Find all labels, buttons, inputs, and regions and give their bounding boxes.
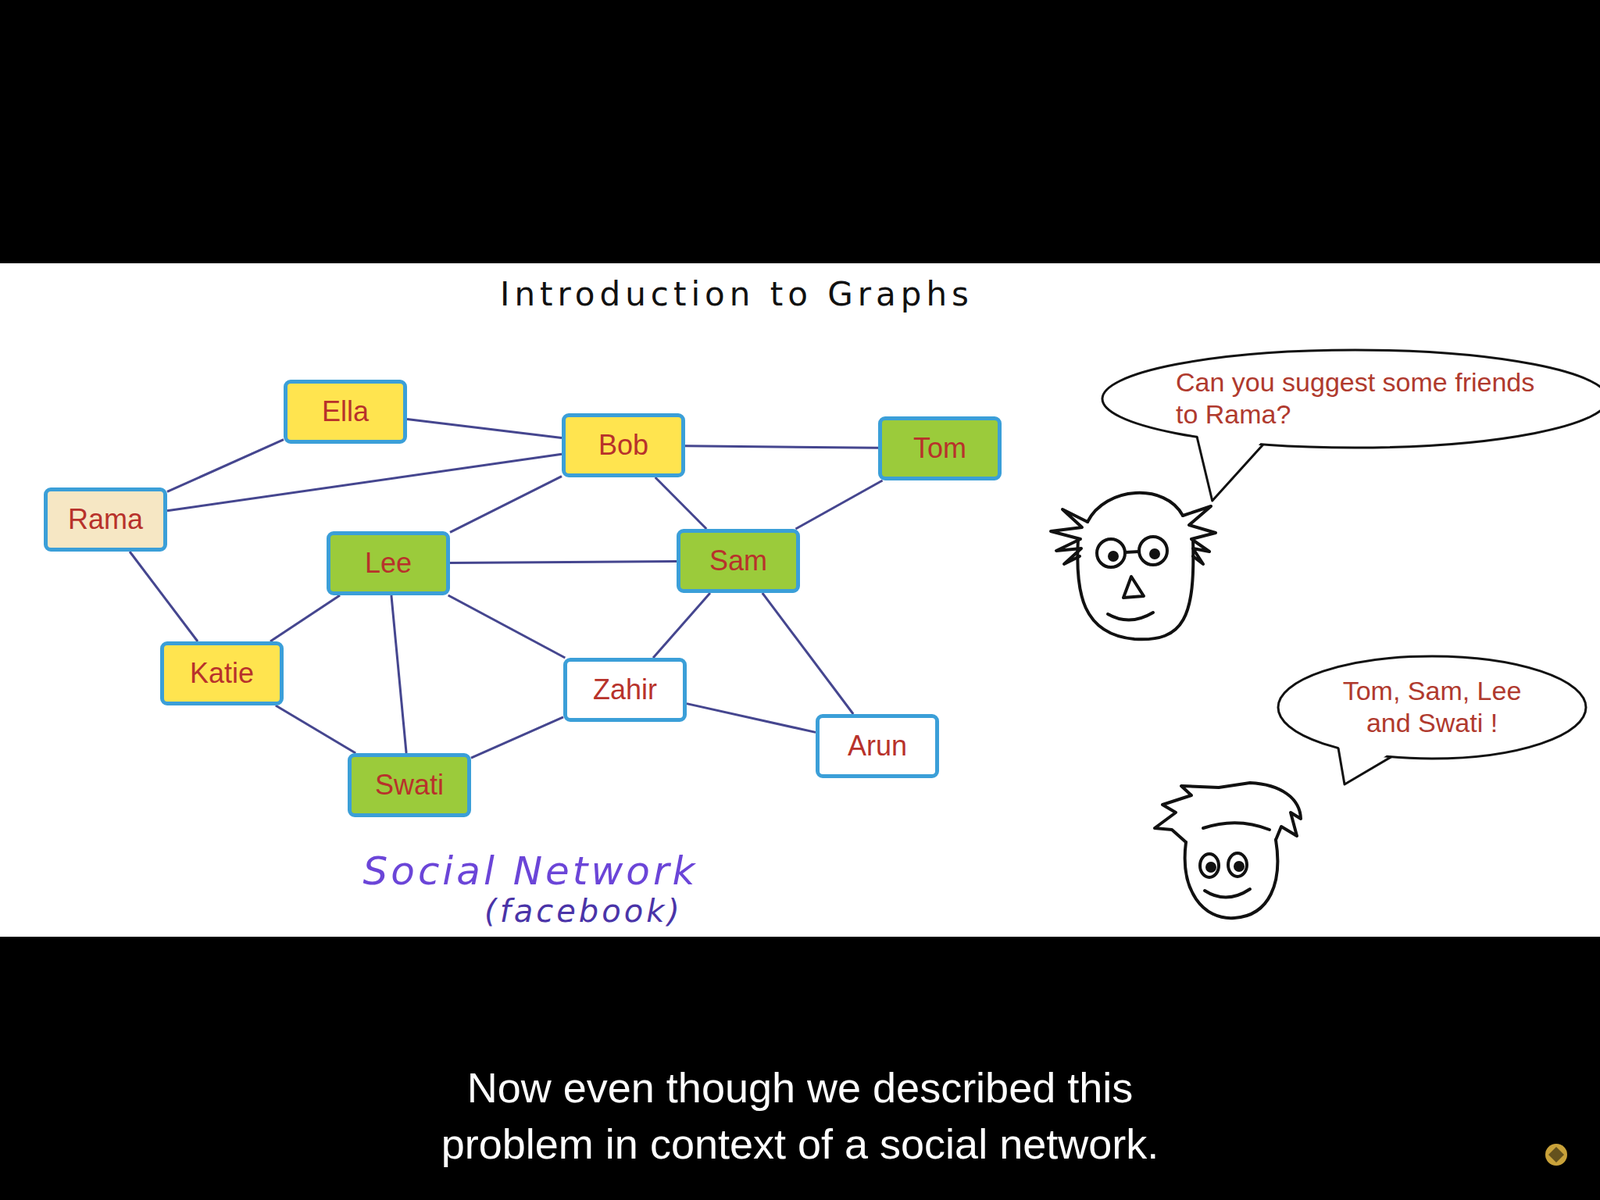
person-box: Sam [676,528,800,593]
person-name: Lee [364,546,412,580]
person-box: Tom [878,416,1002,481]
friendship-edge [653,592,711,658]
bubble-outline [1275,653,1589,761]
channel-logo [1545,1143,1568,1166]
friendship-edge [270,595,340,642]
speech-text: Can you suggest some friends to Rama? [1175,366,1536,431]
person-name: Zahir [592,673,658,707]
speech-bubble: Can you suggest some friends to Rama? [1100,347,1600,450]
bubble-tail [1196,436,1264,501]
person-box: Swati [347,753,472,818]
friendship-edge [129,551,198,642]
old-man-face [1050,492,1216,640]
handwritten-label: (facebook) [484,892,683,929]
bubble-ellipse [1278,656,1586,759]
friendship-edge [407,419,562,439]
person-name: Arun [847,729,908,763]
person-box: Rama [43,487,168,552]
bubble-tail [1338,747,1392,785]
friendship-edge [686,703,816,733]
slide-title: Introduction to Graphs [0,275,1474,314]
person-box: Katie [160,641,284,706]
person-box: Bob [561,413,686,478]
friendship-edge [685,446,879,448]
friendship-edge [391,595,407,754]
person-box: Ella [283,379,408,444]
friendship-edge [275,705,356,754]
friendship-edge [655,477,708,529]
friendship-edge [471,717,564,758]
person-box: Zahir [563,657,687,722]
subtitle: Now even though we described this proble… [385,1060,1215,1173]
friendship-edge [450,476,562,533]
speech-bubble: Tom, Sam, Lee and Swati ! [1275,653,1589,761]
friendship-edge [167,439,284,493]
person-name: Sam [709,544,768,578]
bubble-outline [1100,347,1600,450]
bubble-tail-fill [1338,742,1392,785]
bubble-tail-fill [1196,432,1264,501]
handwritten-label: Social Network [363,848,699,894]
person-name: Rama [67,503,143,536]
friendship-edge [795,480,883,529]
person-box: Lee [326,531,450,596]
person-name: Ella [321,395,369,429]
friendship-edge [762,592,854,715]
person-name: Bob [598,428,649,462]
person-name: Tom [913,432,967,465]
person-name: Katie [189,657,254,690]
boy-face [1154,782,1301,918]
person-box: Arun [815,714,940,779]
speech-text: Tom, Sam, Lee and Swati ! [1334,675,1530,740]
bubble-ellipse [1102,350,1600,448]
person-name: Swati [375,768,444,802]
friendship-edge [450,561,677,564]
friendship-edge [167,453,562,511]
friendship-edge [448,595,566,658]
